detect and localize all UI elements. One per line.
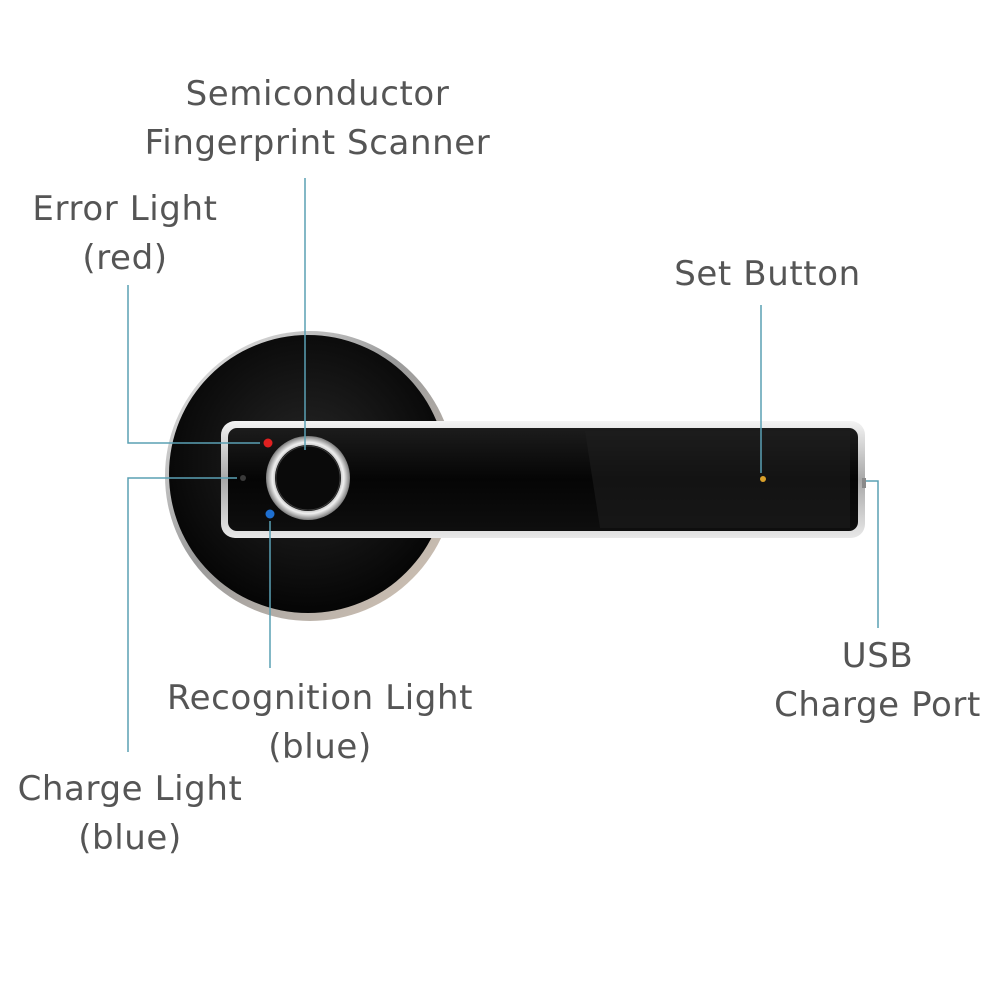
usb-charge-port[interactable] [862, 478, 866, 488]
lever-handle [221, 421, 865, 538]
charge-light-led [240, 475, 246, 481]
label-error-light-line1: Error Light [32, 189, 218, 229]
label-recognition-light-line2: (blue) [268, 727, 372, 767]
label-usb-charge-port-line2: Charge Port [774, 685, 981, 725]
usb-port-leader-line [866, 480, 879, 628]
label-fingerprint-scanner-line2: Fingerprint Scanner [144, 123, 491, 163]
label-charge-light-line2: (blue) [78, 818, 182, 858]
label-usb-charge-port: USB Charge Port [755, 632, 1000, 730]
label-set-button: Set Button [650, 250, 885, 299]
label-set-button-line1: Set Button [674, 254, 861, 294]
label-error-light-line2: (red) [82, 238, 168, 278]
label-charge-light-line1: Charge Light [17, 769, 243, 809]
charge-light-leader-line [127, 477, 237, 752]
label-charge-light: Charge Light (blue) [5, 765, 255, 863]
label-fingerprint-scanner: Semiconductor Fingerprint Scanner [110, 70, 525, 168]
error-light-leader-line [127, 285, 260, 444]
label-usb-charge-port-line1: USB [841, 636, 914, 676]
recognition-light-led [265, 509, 275, 519]
fingerprint-scanner[interactable] [266, 436, 350, 520]
set-button[interactable] [760, 476, 766, 482]
label-recognition-light-line1: Recognition Light [166, 678, 474, 718]
label-recognition-light: Recognition Light (blue) [150, 674, 490, 772]
leader-lines [127, 178, 879, 752]
label-fingerprint-scanner-line1: Semiconductor [185, 74, 450, 114]
label-error-light: Error Light (red) [10, 185, 240, 283]
error-light-led [263, 438, 273, 448]
